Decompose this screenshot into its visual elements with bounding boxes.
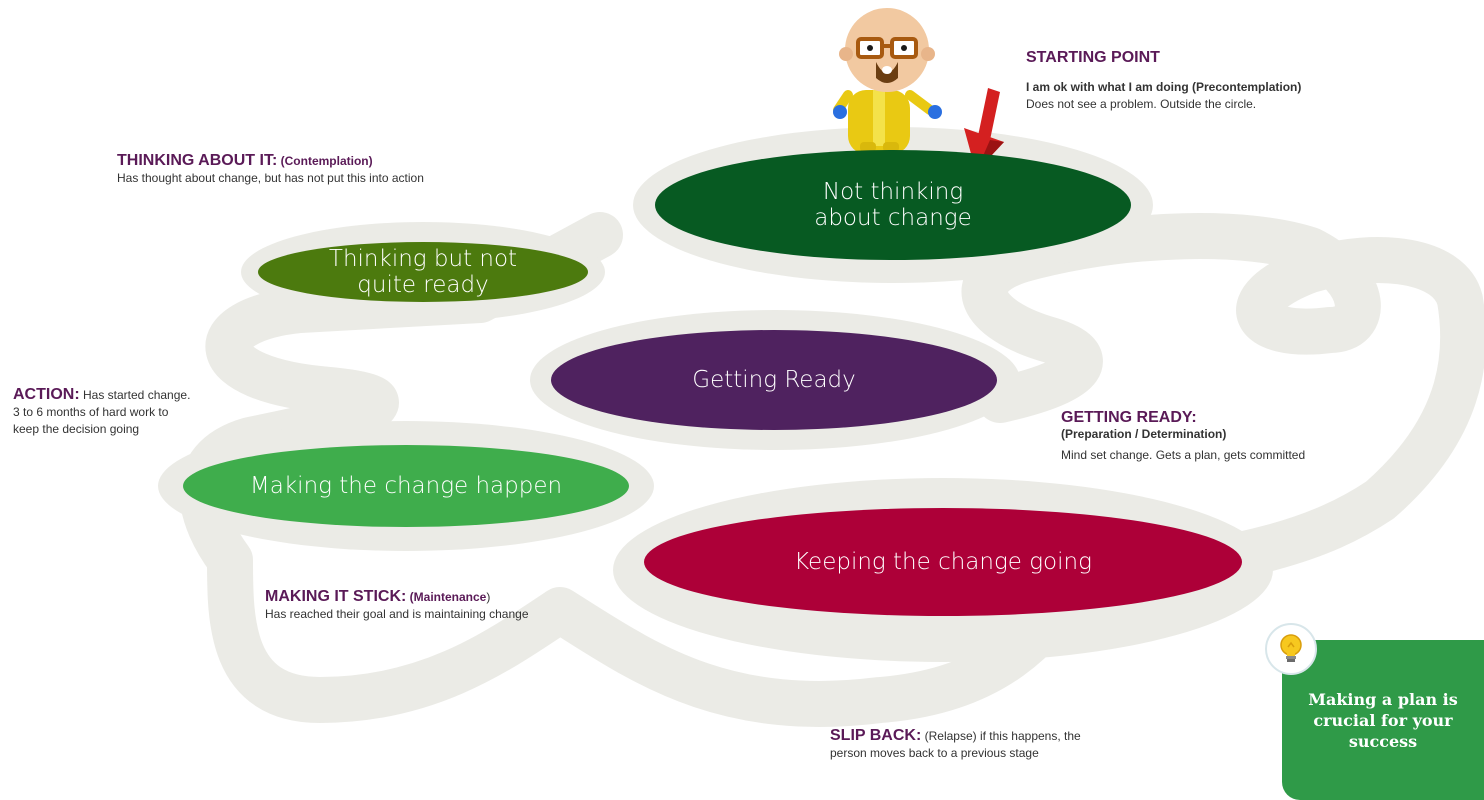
label-thinking-about-it: THINKING ABOUT IT: (Contemplation) Has t… [117, 152, 537, 187]
getting-ready-title: GETTING READY: [1061, 409, 1197, 426]
thinking-paren: (Contemplation) [280, 154, 373, 168]
making-it-stick-paren: (Maintenance [409, 590, 487, 604]
thinking-title: THINKING ABOUT IT: [117, 152, 278, 169]
stage-thinking-label: Thinking but not quite ready [328, 246, 518, 298]
stage-not-thinking-label: Not thinking about change [814, 179, 972, 231]
stage-getting-ready-label: Getting Ready [692, 367, 856, 393]
label-making-it-stick: MAKING IT STICK: (Maintenance) Has reach… [265, 588, 605, 623]
stage-making-change: Making the change happen [183, 445, 629, 527]
making-it-stick-desc: Has reached their goal and is maintainin… [265, 607, 529, 621]
making-it-stick-title: MAKING IT STICK: [265, 588, 407, 605]
stage-thinking: Thinking but not quite ready [258, 242, 588, 302]
stage-making-change-label: Making the change happen [249, 473, 563, 499]
action-line1: Has started change. [83, 388, 191, 402]
action-line3: keep the decision going [13, 422, 140, 436]
label-getting-ready: GETTING READY: (Preparation / Determinat… [1061, 409, 1381, 464]
getting-ready-desc: Mind set change. Gets a plan, gets commi… [1061, 448, 1306, 462]
starting-point-line2: Does not see a problem. Outside the circ… [1026, 97, 1257, 111]
stage-not-thinking: Not thinking about change [655, 150, 1131, 260]
making-it-stick-close: ) [486, 590, 491, 604]
action-line2: 3 to 6 months of hard work to [13, 405, 169, 419]
tip-box: Making a plan is crucial for your succes… [1282, 640, 1484, 800]
stage-keeping-change-label: Keeping the change going [794, 549, 1092, 575]
label-action: ACTION: Has started change. 3 to 6 month… [13, 386, 253, 438]
slip-back-line1: (Relapse) if this happens, the [924, 729, 1081, 743]
lightbulb-icon [1265, 623, 1317, 675]
action-title: ACTION: [13, 386, 80, 403]
thinking-desc: Has thought about change, but has not pu… [117, 171, 424, 185]
slip-back-title: SLIP BACK: [830, 727, 922, 744]
starting-point-line1: I am ok with what I am doing (Precontemp… [1026, 80, 1302, 94]
label-starting-point: STARTING POINT I am ok with what I am do… [1026, 49, 1386, 113]
starting-point-title: STARTING POINT [1026, 49, 1160, 66]
slip-back-line2: person moves back to a previous stage [830, 746, 1039, 760]
label-slip-back: SLIP BACK: (Relapse) if this happens, th… [830, 727, 1150, 762]
stage-keeping-change: Keeping the change going [644, 508, 1242, 616]
stage-getting-ready: Getting Ready [551, 330, 997, 430]
getting-ready-paren: (Preparation / Determination) [1061, 427, 1227, 441]
tip-text: Making a plan is crucial for your succes… [1308, 689, 1458, 751]
